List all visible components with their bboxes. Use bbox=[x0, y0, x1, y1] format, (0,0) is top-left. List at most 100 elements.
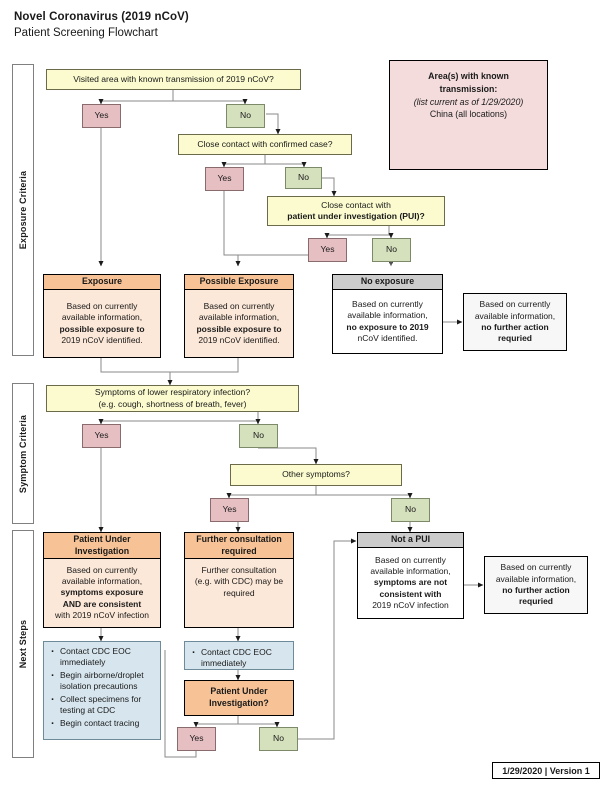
outcome-further-consultation-header-text: Further consultation required bbox=[196, 534, 282, 557]
outcome-not-a-pui-body-text: Based on currently available information… bbox=[370, 555, 450, 611]
question-lower-respiratory-symptoms[interactable]: Symptoms of lower respiratory infection?… bbox=[46, 385, 299, 412]
title-line-2: Patient Screening Flowchart bbox=[14, 26, 158, 39]
answer-final-pui-no-label: No bbox=[273, 733, 284, 744]
outcome-further-consultation-body: Further consultation (e.g. with CDC) may… bbox=[184, 559, 294, 628]
outcome-pui-header-line1: Patient Under bbox=[73, 533, 131, 544]
question-visited-area[interactable]: Visited area with known transmission of … bbox=[46, 69, 301, 90]
list-item: Contact CDC EOC immediately bbox=[51, 645, 156, 668]
answer-other-symptoms-no[interactable]: No bbox=[391, 498, 430, 522]
legend-heading-line2: transmission: bbox=[439, 83, 498, 94]
question-other-symptoms-text: Other symptoms? bbox=[282, 469, 350, 480]
outcome-no-exposure-line1: Based on currently bbox=[352, 298, 423, 309]
section-bracket-symptom-criteria: Symptom Criteria bbox=[12, 383, 34, 524]
question-patient-under-investigation[interactable]: Patient Under Investigation? bbox=[184, 680, 294, 716]
legend-note: (list current as of 1/29/2020) bbox=[413, 96, 524, 107]
no-action-symptoms-line2: available information, bbox=[495, 573, 577, 584]
outcome-possible-exposure-body-text: Based on currently available information… bbox=[196, 301, 281, 346]
further-consult-header-line1: Further consultation bbox=[196, 533, 282, 544]
answer-lri-no-label: No bbox=[253, 430, 264, 441]
outcome-exposure-line1: Based on currently bbox=[66, 300, 138, 311]
answer-visited-area-no-label: No bbox=[240, 110, 251, 121]
no-action-exposure-line1: Based on currently bbox=[479, 299, 551, 310]
no-action-exposure-line4: requried bbox=[497, 333, 532, 344]
answer-final-pui-yes-label: Yes bbox=[189, 733, 204, 744]
answer-final-pui-yes[interactable]: Yes bbox=[177, 727, 216, 751]
answer-other-symptoms-yes-label: Yes bbox=[222, 504, 237, 515]
outcome-pui-header: Patient Under Investigation bbox=[43, 532, 161, 559]
question-visited-area-text: Visited area with known transmission of … bbox=[73, 73, 274, 84]
section-bracket-exposure-criteria: Exposure Criteria bbox=[12, 64, 34, 356]
outcome-pui-header-text: Patient Under Investigation bbox=[73, 534, 130, 557]
action-list-pui-steps: Contact CDC EOC immediately Begin airbor… bbox=[43, 641, 161, 740]
answer-confirmed-case-no[interactable]: No bbox=[285, 167, 322, 189]
outcome-possible-exposure-line3: possible exposure to bbox=[196, 323, 282, 334]
outcome-pui-line1: Based on currently bbox=[66, 564, 138, 575]
further-consult-header-line2: required bbox=[221, 545, 257, 556]
outcome-no-exposure-line4: nCoV identified. bbox=[357, 332, 418, 343]
outcome-no-exposure-body-text: Based on currently available information… bbox=[346, 299, 428, 344]
outcome-possible-exposure-body: Based on currently available information… bbox=[184, 290, 294, 358]
page-title: Novel Coronavirus (2019 nCoV) Patient Sc… bbox=[14, 10, 189, 41]
outcome-possible-exposure-line4: 2019 nCoV identified. bbox=[198, 334, 280, 345]
answer-lri-no[interactable]: No bbox=[239, 424, 278, 448]
answer-visited-area-no[interactable]: No bbox=[226, 104, 265, 128]
answer-other-symptoms-yes[interactable]: Yes bbox=[210, 498, 249, 522]
list-item: Collect specimens for testing at CDC bbox=[51, 693, 156, 716]
question-pui-line1: Patient Under bbox=[210, 686, 268, 697]
answer-other-symptoms-no-label: No bbox=[405, 504, 416, 515]
outcome-pui-header-line2: Investigation bbox=[74, 545, 130, 556]
outcome-exposure-header: Exposure bbox=[43, 274, 161, 290]
outcome-possible-exposure-line1: Based on currently bbox=[203, 300, 275, 311]
question-close-contact-pui-text: Close contact with patient under investi… bbox=[287, 200, 425, 223]
outcome-no-further-action-symptoms-text: Based on currently available information… bbox=[496, 562, 576, 607]
section-bracket-next-steps: Next Steps bbox=[12, 530, 34, 758]
version-stamp-text: 1/29/2020 | Version 1 bbox=[502, 765, 590, 776]
outcome-exposure-header-text: Exposure bbox=[81, 276, 123, 287]
question-close-contact-confirmed[interactable]: Close contact with confirmed case? bbox=[178, 134, 352, 155]
outcome-pui-line4: AND are consistent bbox=[62, 598, 142, 609]
outcome-not-a-pui-body: Based on currently available information… bbox=[357, 548, 464, 619]
no-action-symptoms-line4: requried bbox=[518, 596, 553, 607]
answer-pui-contact-no-label: No bbox=[386, 244, 397, 255]
outcome-pui-line5: with 2019 nCoV infection bbox=[54, 609, 150, 620]
answer-pui-contact-yes-label: Yes bbox=[320, 244, 335, 255]
not-a-pui-line2: available information, bbox=[370, 566, 451, 577]
outcome-pui-body: Based on currently available information… bbox=[43, 559, 161, 628]
outcome-not-a-pui-header-text: Not a PUI bbox=[390, 534, 431, 545]
question-other-symptoms[interactable]: Other symptoms? bbox=[230, 464, 402, 486]
further-consult-line3: required bbox=[223, 587, 255, 598]
answer-pui-contact-no[interactable]: No bbox=[372, 238, 411, 262]
outcome-possible-exposure-header: Possible Exposure bbox=[184, 274, 294, 290]
outcome-pui-line3: symptoms exposure bbox=[60, 587, 144, 598]
answer-lri-yes[interactable]: Yes bbox=[82, 424, 121, 448]
outcome-no-further-action-symptoms: Based on currently available information… bbox=[484, 556, 588, 614]
outcome-no-further-action-exposure-text: Based on currently available information… bbox=[475, 299, 555, 344]
answer-confirmed-case-yes[interactable]: Yes bbox=[205, 167, 244, 191]
answer-confirmed-case-yes-label: Yes bbox=[217, 173, 232, 184]
no-action-exposure-line2: available information, bbox=[474, 310, 556, 321]
answer-visited-area-yes[interactable]: Yes bbox=[82, 104, 121, 128]
outcome-no-exposure-header-text: No exposure bbox=[360, 276, 415, 287]
outcome-not-a-pui-header: Not a PUI bbox=[357, 532, 464, 548]
no-action-symptoms-line3: no further action bbox=[502, 585, 570, 595]
outcome-exposure-line2: available information, bbox=[61, 312, 143, 323]
list-item: Contact CDC EOC immediately bbox=[192, 646, 289, 669]
legend-heading-line1: Area(s) with known bbox=[428, 71, 509, 81]
question-pui-text: Patient Under Investigation? bbox=[209, 686, 269, 709]
answer-pui-contact-yes[interactable]: Yes bbox=[308, 238, 347, 262]
outcome-further-consultation-body-text: Further consultation (e.g. with CDC) may… bbox=[195, 565, 283, 599]
question-close-contact-pui-line2: patient under investigation (PUI)? bbox=[287, 211, 425, 221]
section-label-symptom-criteria: Symptom Criteria bbox=[18, 414, 28, 493]
no-action-exposure-line3: no further action bbox=[481, 322, 549, 332]
outcome-exposure-line3: possible exposure to bbox=[59, 323, 145, 334]
outcome-exposure-body: Based on currently available information… bbox=[43, 290, 161, 358]
outcome-no-exposure-body: Based on currently available information… bbox=[332, 290, 443, 354]
pui-steps-list: Contact CDC EOC immediately Begin airbor… bbox=[47, 645, 156, 732]
title-line-1: Novel Coronavirus (2019 nCoV) bbox=[14, 11, 189, 23]
further-consult-line1: Further consultation bbox=[201, 565, 277, 575]
answer-final-pui-no[interactable]: No bbox=[259, 727, 298, 751]
outcome-no-exposure-line3: no exposure to 2019 bbox=[346, 321, 429, 332]
question-lri-line2: (e.g. cough, shortness of breath, fever) bbox=[98, 398, 247, 409]
question-close-contact-pui[interactable]: Close contact with patient under investi… bbox=[267, 196, 445, 226]
